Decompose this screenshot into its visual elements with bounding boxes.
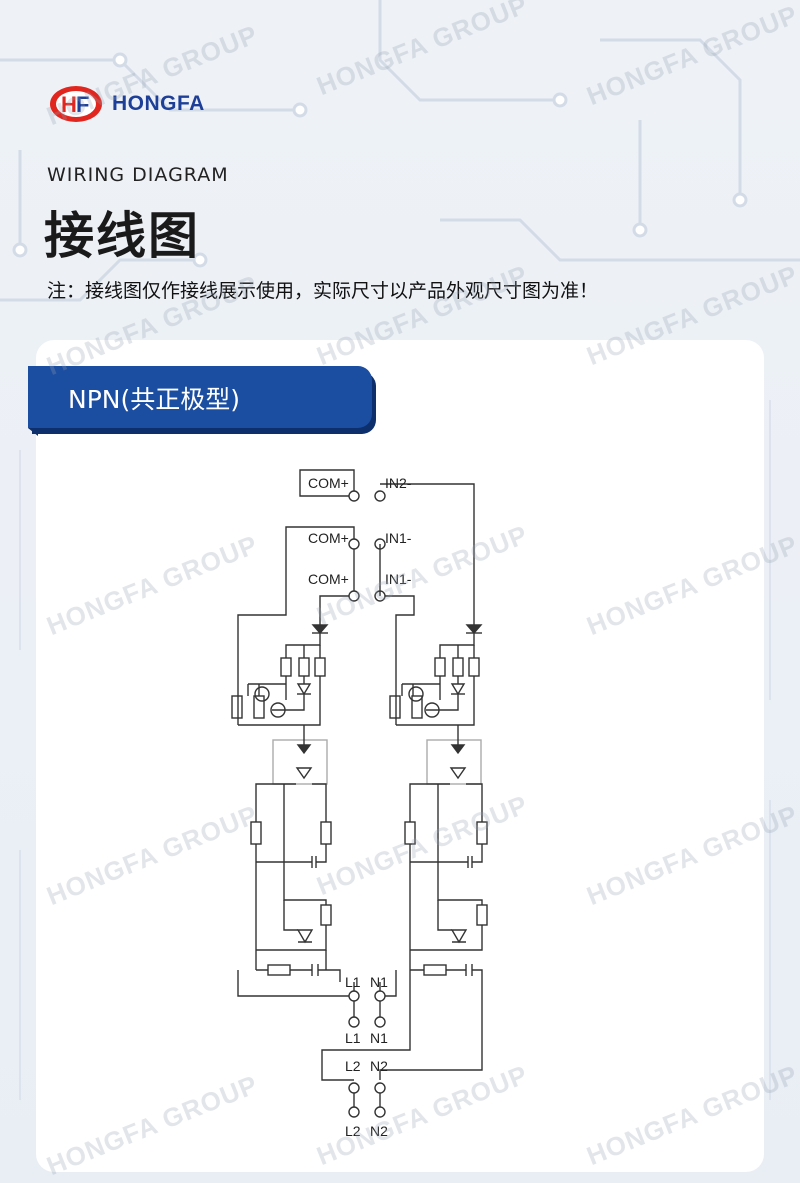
svg-text:F: F (76, 92, 89, 117)
title-english: WIRING DIAGRAM (47, 164, 229, 186)
label-l2-bottom: L2 (345, 1123, 361, 1139)
type-tab-label: NPN(共正极型) (68, 385, 240, 414)
label-com-plus-mid: COM+ (308, 530, 349, 546)
label-n1-top: N1 (370, 974, 388, 990)
label-n1-bottom: N1 (370, 1030, 388, 1046)
label-n2-top: N2 (370, 1058, 388, 1074)
svg-text:H: H (61, 92, 77, 117)
hongfa-logo-icon: H F (50, 86, 102, 122)
label-in1-minus-low: IN1- (385, 571, 412, 587)
label-com-plus-top: COM+ (308, 475, 349, 491)
brand-logo: H F HONGFA (48, 84, 205, 124)
label-com-plus-low: COM+ (308, 571, 349, 587)
label-l1-bottom: L1 (345, 1030, 361, 1046)
logo-text: HONGFA (112, 92, 205, 115)
wiring-note: 注：接线图仅作接线展示使用，实际尺寸以产品外观尺寸图为准！ (47, 280, 599, 302)
label-in1-minus-mid: IN1- (385, 530, 412, 546)
label-l2-top: L2 (345, 1058, 361, 1074)
label-n2-bottom: N2 (370, 1123, 388, 1139)
label-in2-minus: IN2- (385, 475, 412, 491)
title-chinese: 接线图 (44, 207, 200, 265)
diagram-card (36, 340, 764, 1172)
label-l1-top: L1 (345, 974, 361, 990)
type-tab: NPN(共正极型) (28, 366, 372, 428)
